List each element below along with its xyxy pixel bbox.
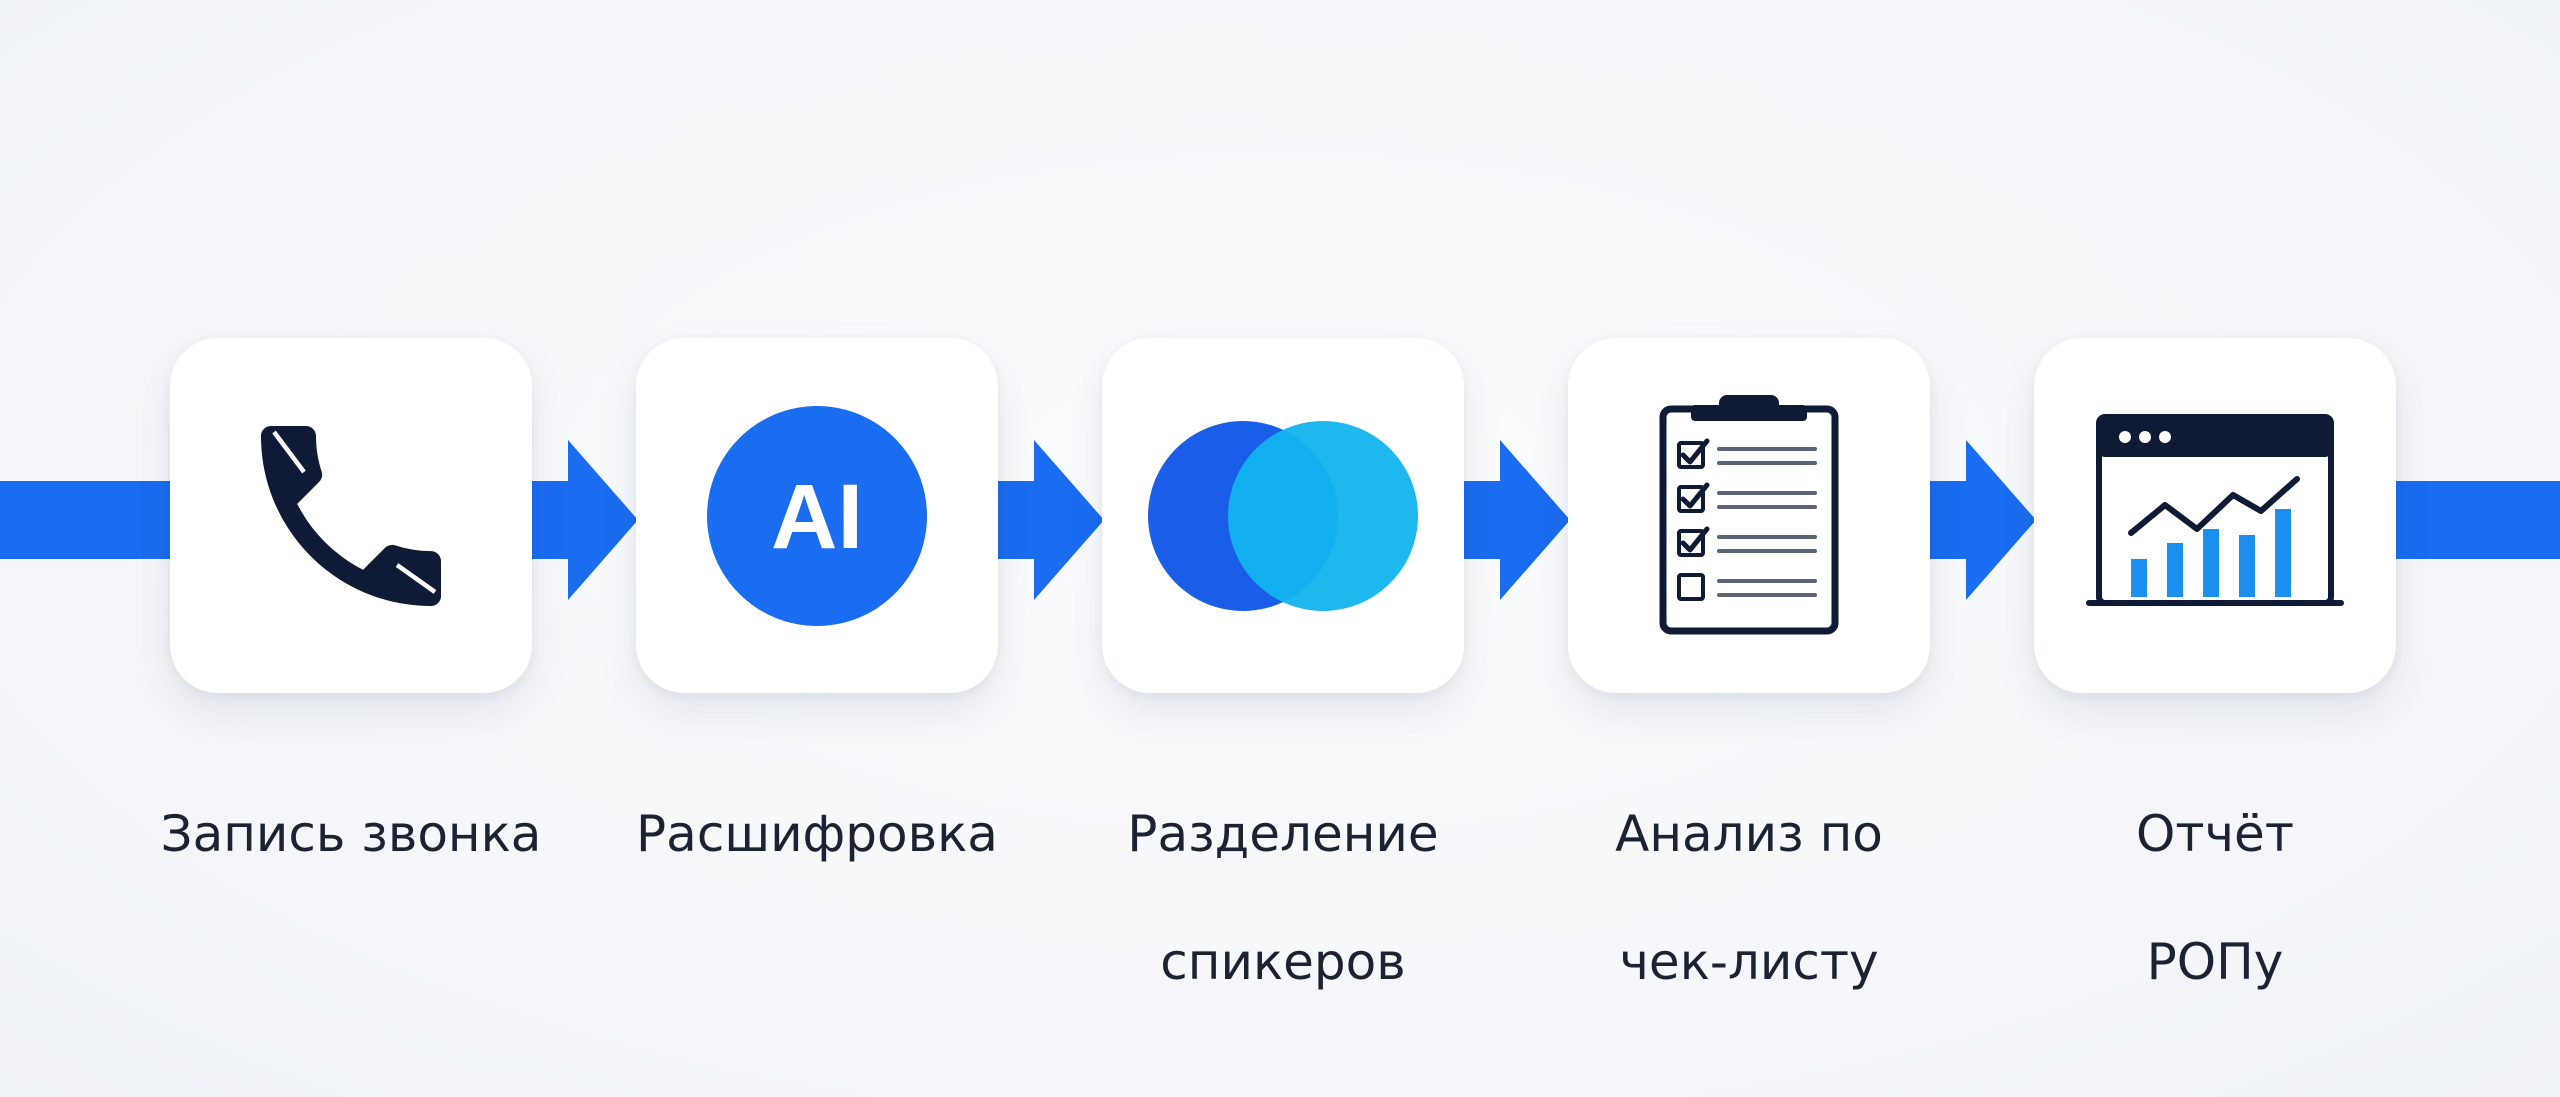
step-label-line: Запись звонка	[160, 805, 542, 863]
overlapping-circles-icon	[1148, 420, 1418, 611]
step-label-line: чек-листу	[1619, 933, 1879, 991]
step-label-call-recording: Запись звонка	[121, 738, 581, 930]
ai-icon: AI	[707, 405, 927, 626]
step-label-line: РОПу	[2146, 933, 2284, 991]
step-label-checklist-analysis: Анализ по чек-листу	[1519, 738, 1979, 1058]
step-card-speaker-separation	[1102, 338, 1464, 693]
step-card-checklist-analysis	[1568, 338, 1930, 693]
report-chart-window-icon	[2086, 413, 2344, 606]
step-label-transcription: Расшифровка	[587, 738, 1047, 930]
phone-icon	[261, 425, 441, 606]
step-label-line: спикеров	[1160, 933, 1406, 991]
step-label-speaker-separation: Разделение спикеров	[1053, 738, 1513, 1058]
step-label-line: Анализ по	[1615, 805, 1883, 863]
step-label-line: Расшифровка	[636, 805, 998, 863]
step-card-transcription: AI	[636, 338, 998, 693]
ai-icon-text: AI	[771, 466, 863, 568]
step-card-report	[2034, 338, 2396, 693]
flow-line-left	[0, 481, 180, 559]
flow-line-right	[2390, 481, 2560, 559]
step-label-report: Отчёт РОПу	[1985, 738, 2445, 1058]
step-label-line: Разделение	[1127, 805, 1439, 863]
checklist-clipboard-icon	[1659, 394, 1839, 634]
step-label-line: Отчёт	[2136, 805, 2294, 863]
step-card-call-recording	[170, 338, 532, 693]
